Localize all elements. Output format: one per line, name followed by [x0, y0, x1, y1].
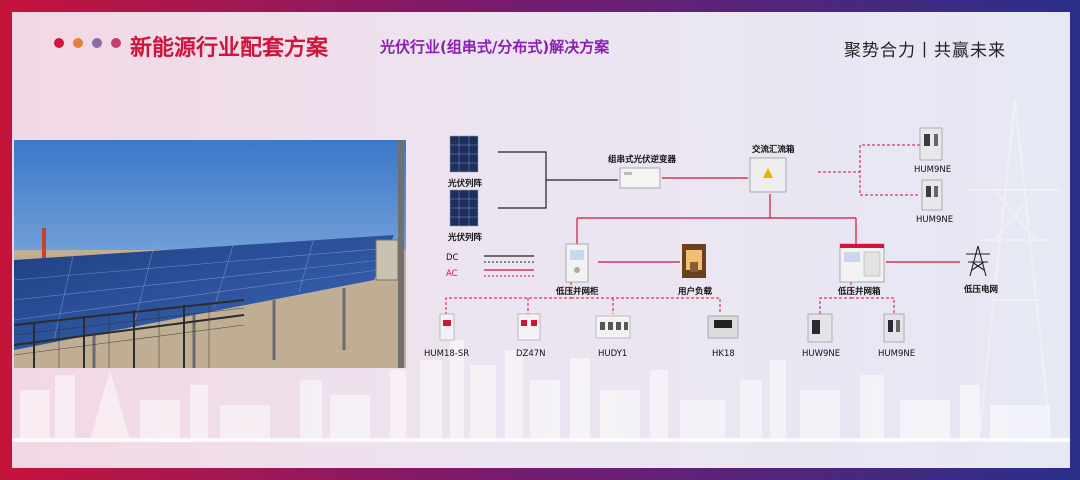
slogan-text: 聚势合力丨共赢未来 — [844, 41, 1006, 61]
pv-array-1-icon — [449, 135, 479, 173]
breaker-top-1-label: HUM9NE — [914, 165, 951, 175]
legend-dc-label: DC — [446, 253, 459, 263]
hum18sr-device-icon — [439, 313, 455, 341]
device-dz47n-label: DZ47N — [516, 349, 546, 359]
header-dot-4 — [111, 38, 121, 48]
pylon-watermark — [970, 100, 1060, 430]
lv-cabinet-left-icon — [565, 243, 589, 283]
ac-wiring — [576, 177, 960, 263]
header-dot-2 — [73, 38, 83, 48]
breaker-top-1-icon — [919, 127, 943, 161]
inverter-label: 组串式光伏逆变器 — [608, 154, 677, 165]
inverter-icon — [619, 167, 661, 189]
pv-array-2-icon — [449, 189, 479, 227]
pv-array-2-label: 光伏列阵 — [447, 232, 483, 243]
city-skyline-watermark — [20, 340, 1050, 440]
hum9ne-bottom-device-icon — [883, 313, 905, 343]
page-subtitle: 光伏行业(组串式/分布式)解决方案 — [380, 38, 610, 56]
lv-cabinet-right-label: 低压并网箱 — [837, 286, 881, 297]
dc-wiring — [498, 151, 618, 209]
device-hudy1-label: HUDY1 — [598, 349, 627, 359]
breaker-top-2-icon — [921, 179, 943, 211]
device-hum9ne-label: HUM9NE — [878, 349, 915, 359]
header-dots — [54, 38, 121, 48]
solar-farm-illustration — [14, 140, 406, 368]
user-load-label: 用户负载 — [677, 286, 713, 297]
header-dot-1 — [54, 38, 64, 48]
bottom-highlight-strip — [12, 438, 1070, 442]
combiner-box-label: 交流汇流箱 — [752, 144, 795, 155]
legend-ac-label: AC — [446, 269, 458, 279]
hudy1-device-icon — [595, 315, 631, 339]
pv-array-1-label: 光伏列阵 — [447, 178, 483, 189]
lv-cabinet-right-icon — [839, 243, 885, 283]
hk18-device-icon — [707, 315, 739, 339]
combiner-box-icon — [749, 157, 787, 193]
transmission-tower-icon — [966, 245, 990, 277]
solar-farm-photo — [14, 140, 406, 368]
header-dot-3 — [92, 38, 102, 48]
huw9ne-device-icon — [807, 313, 833, 343]
breaker-top-2-label: HUM9NE — [916, 215, 953, 225]
dz47n-device-icon — [517, 313, 541, 341]
lv-grid-label: 低压电网 — [963, 284, 998, 295]
device-hk18-label: HK18 — [712, 349, 735, 359]
device-hum18sr-label: HUM18-SR — [424, 349, 469, 359]
user-load-icon — [682, 244, 706, 278]
page-title: 新能源行业配套方案 — [130, 36, 329, 61]
ac-dashed-wiring — [445, 144, 920, 314]
lv-cabinet-left-label: 低压并网柜 — [555, 286, 599, 297]
device-huw9ne-label: HUW9NE — [802, 349, 840, 359]
